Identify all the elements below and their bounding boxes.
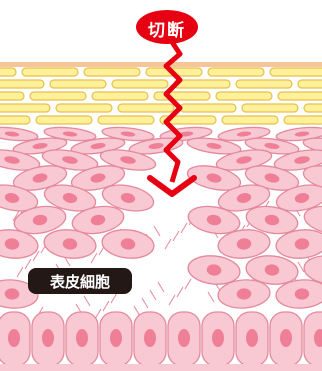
corneum-cell [22,68,78,76]
fiber-strand [185,279,191,289]
fiber-strand [298,262,304,272]
corneum-cell [98,116,154,124]
corneum-cell [208,68,264,76]
corneum-cell [0,92,24,100]
fiber-strand [208,292,214,302]
basal-cell-nucleus [246,329,258,347]
fiber-strand [84,296,90,306]
corneum-cell [0,116,30,124]
basal-cell-nucleus [144,329,156,347]
basal-cell-nucleus [42,329,54,347]
corneum-cell [304,104,322,112]
cut-label: 切断 [136,16,198,41]
corneum-cell [56,104,112,112]
fiber-strand [142,298,148,308]
corneum-cell [50,80,106,88]
corneum-cell [298,80,322,88]
fiber-strand [158,282,164,292]
basal-cell-nucleus [8,329,20,347]
basal-cell-nucleus [212,329,224,347]
fiber-strand [17,267,23,277]
corneum-cell [278,92,322,100]
corneum-cell [84,68,140,76]
fiber-strand [154,226,160,236]
basal-cell-nucleus [178,329,190,347]
corneum-cell [270,68,322,76]
fiber-strand [181,223,187,233]
fiber-strand [111,293,117,303]
basal-cell-nucleus [110,329,122,347]
fiber-strand [177,287,183,297]
fiber-strand [103,301,109,311]
fiber-strand [169,295,175,305]
corneum-cell [0,80,44,88]
corneum-cell [216,92,272,100]
fiber-strand [25,259,31,269]
bottom-band [0,364,322,371]
basal-cell-nucleus [280,329,292,347]
corneum-cell [30,92,86,100]
corneum-cell [284,116,322,124]
corneum-cell [0,68,16,76]
corneum-cell [242,104,298,112]
basal-cell-nucleus [76,329,88,347]
corneum-cell [0,104,50,112]
corneum-cell [180,104,236,112]
corneum-cell [154,92,210,100]
fiber-strand [91,253,97,263]
corneum-cell [36,116,92,124]
corneum-cell [118,104,174,112]
fiber-strand [150,290,156,300]
fiber-strand [165,239,171,249]
stratum-corneum-layer [0,68,322,124]
epidermal-cell [101,227,156,260]
corneum-cell [92,92,148,100]
fiber-strand [173,231,179,241]
corneum-cell [222,116,278,124]
corneum-cell [112,80,168,88]
epidermal-cell-label: 表皮細胞 [33,271,127,292]
basal-cell-layer [0,312,322,366]
corneum-cell [236,80,292,88]
corneum-cell [174,80,230,88]
surface-band [0,62,322,67]
